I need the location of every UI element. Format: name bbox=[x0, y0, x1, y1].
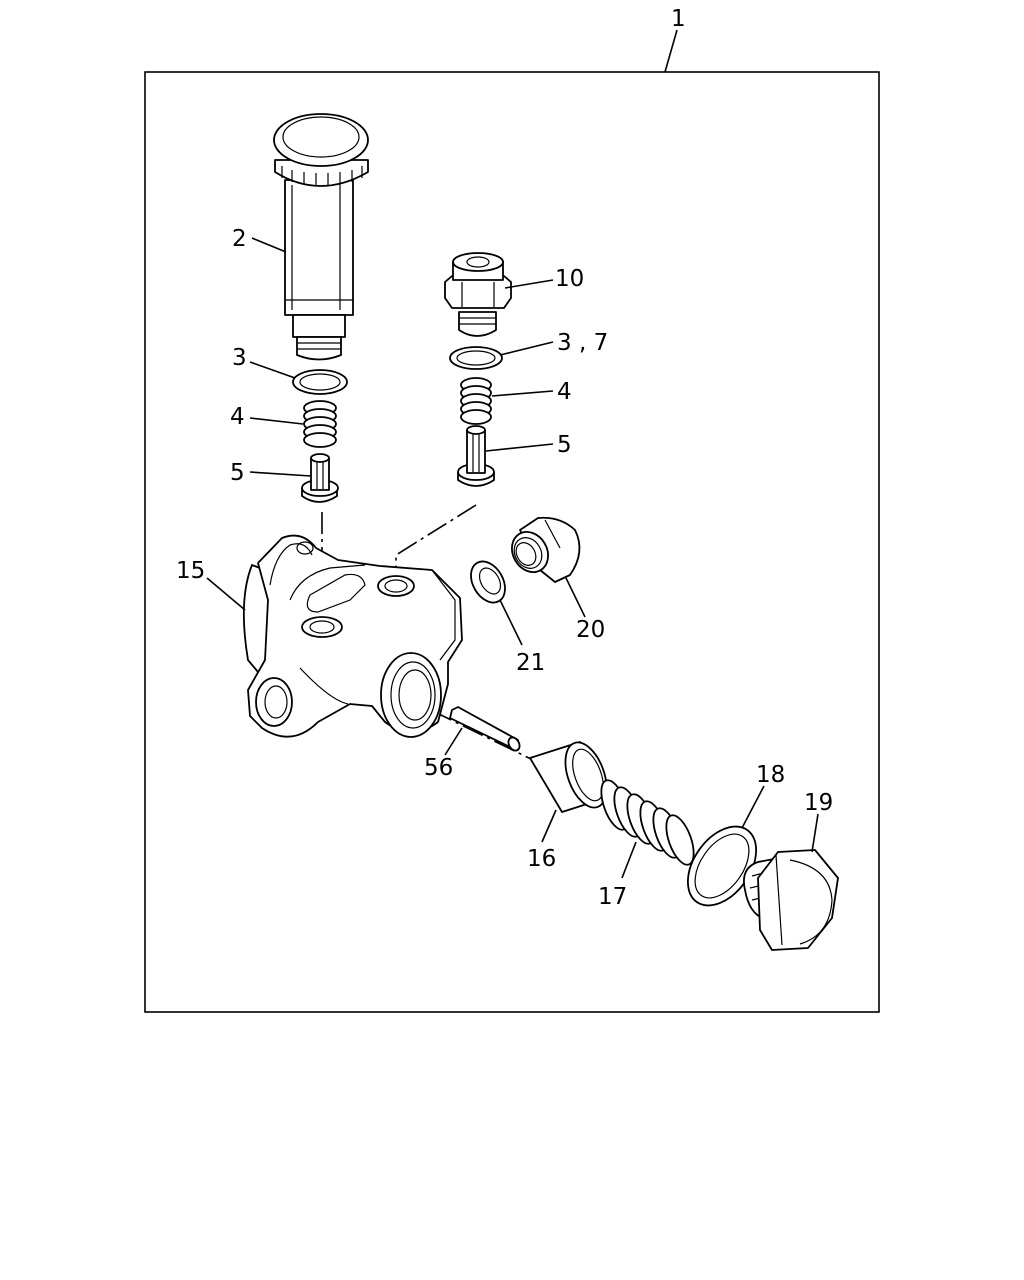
label-4-right: 4 bbox=[557, 379, 572, 405]
label-1: 1 bbox=[671, 6, 686, 32]
leader-10 bbox=[504, 279, 554, 289]
leader-5-left bbox=[249, 471, 312, 477]
piston-part bbox=[529, 741, 613, 813]
label-2: 2 bbox=[232, 226, 247, 252]
leader-4-right bbox=[491, 390, 554, 397]
leader-3-7 bbox=[499, 341, 554, 356]
spring-part-right bbox=[460, 377, 492, 425]
label-16: 16 bbox=[527, 846, 556, 872]
label-5-left: 5 bbox=[230, 460, 245, 486]
connector-part bbox=[444, 252, 512, 337]
assembly-frame bbox=[144, 71, 880, 1013]
label-10: 10 bbox=[555, 266, 584, 292]
gasket-21-part bbox=[470, 560, 506, 604]
label-20: 20 bbox=[576, 617, 605, 643]
pump-body-part bbox=[242, 534, 463, 738]
gasket-part-right bbox=[449, 346, 503, 370]
leader-56 bbox=[444, 727, 463, 756]
leader-17 bbox=[621, 841, 637, 879]
label-19: 19 bbox=[804, 790, 833, 816]
leader-16 bbox=[541, 809, 557, 843]
spring-17-part bbox=[600, 779, 695, 866]
spring-part-left bbox=[303, 400, 337, 448]
leader-19 bbox=[811, 813, 819, 853]
label-18: 18 bbox=[756, 762, 785, 788]
primer-pump-part bbox=[273, 113, 369, 361]
label-15: 15 bbox=[176, 558, 205, 584]
label-5-right: 5 bbox=[557, 432, 572, 458]
leader-15 bbox=[206, 577, 246, 611]
gasket-18-part bbox=[686, 825, 758, 907]
leader-1 bbox=[664, 29, 678, 73]
plug-20-part bbox=[511, 516, 581, 583]
leader-21 bbox=[499, 599, 523, 646]
label-3-7: 3 , 7 bbox=[557, 330, 608, 356]
label-21: 21 bbox=[516, 650, 545, 676]
leader-3-left bbox=[249, 361, 296, 379]
label-17: 17 bbox=[598, 884, 627, 910]
pin-part bbox=[449, 706, 521, 752]
plug-19-part bbox=[743, 849, 839, 951]
leader-4-left bbox=[249, 417, 304, 425]
gasket-part-left bbox=[292, 369, 348, 395]
leader-2 bbox=[251, 237, 287, 253]
label-3-left: 3 bbox=[232, 345, 247, 371]
label-4-left: 4 bbox=[230, 404, 245, 430]
label-56: 56 bbox=[424, 755, 453, 781]
valve-part-left bbox=[301, 453, 339, 503]
leader-20 bbox=[565, 577, 586, 618]
leader-5-right bbox=[485, 443, 554, 452]
valve-part-right bbox=[457, 425, 495, 487]
leader-18 bbox=[741, 785, 765, 829]
